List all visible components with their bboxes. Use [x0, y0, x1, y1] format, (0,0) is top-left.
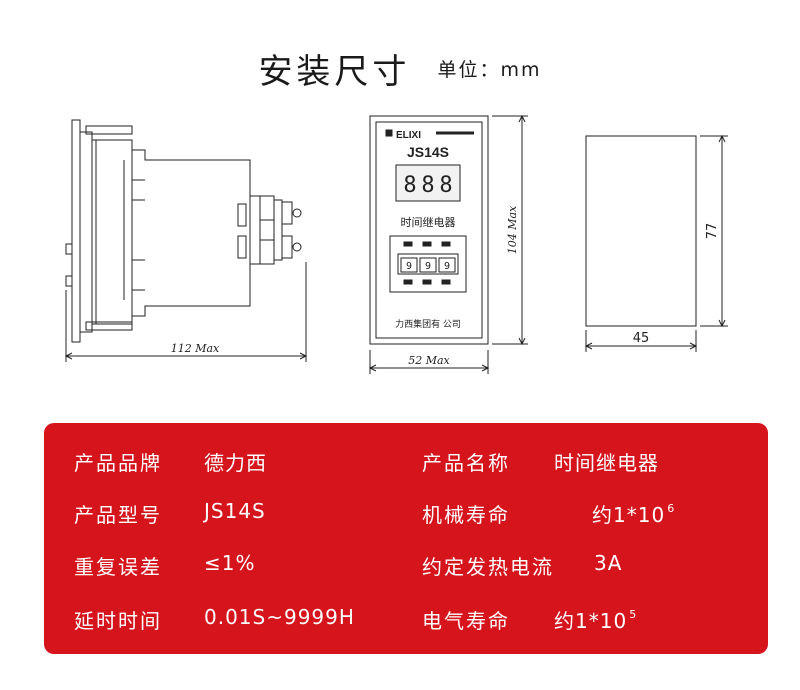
dial-digit: 9 — [425, 261, 431, 272]
company-label: 力西集团有 公司 — [395, 318, 461, 330]
cutout-height-label: 77 — [705, 223, 720, 240]
spec-label: 重复误差 — [74, 555, 162, 579]
spec-label: 产品品牌 — [74, 451, 162, 475]
front-view — [368, 114, 528, 374]
spec-value: JS14S — [204, 499, 266, 523]
spec-value: 德力西 — [204, 451, 267, 475]
spec-label: 电气寿命 — [422, 609, 510, 633]
spec-label: 约定发热电流 — [422, 555, 554, 579]
front-height-label: 104 Max — [506, 205, 519, 254]
cutout-width-label: 45 — [633, 331, 650, 346]
spec-value: 0.01S~9999H — [204, 605, 355, 629]
spec-value-base: 约1*10 — [554, 609, 628, 633]
display-digit: 8 — [403, 173, 416, 198]
spec-value-exponent: 5 — [629, 608, 638, 622]
display-digit: 8 — [439, 173, 452, 198]
front-width-label: 52 Max — [408, 354, 450, 367]
brand-logo: ELIXI — [396, 130, 421, 141]
side-view — [64, 119, 308, 362]
spec-label: 延时时间 — [74, 609, 162, 633]
side-width-label: 112 Max — [171, 342, 220, 355]
spec-value: ≤1% — [204, 551, 256, 575]
dimension-drawings: 112 Max ELIXI JS14S 8 — [64, 114, 728, 374]
spec-value-base: 约1*10 — [592, 503, 666, 527]
dial-digits: 9 9 9 — [406, 261, 450, 272]
dial-digit: 9 — [444, 261, 450, 272]
spec-value: 3A — [594, 551, 623, 575]
display-digit: 8 — [421, 173, 434, 198]
title-bar: 安装尺寸 单位：mm — [0, 44, 800, 93]
spec-label: 产品名称 — [422, 451, 510, 475]
spec-label: 产品型号 — [74, 503, 162, 527]
cutout-view — [584, 134, 728, 352]
dial-digit: 9 — [406, 261, 412, 272]
spec-label: 机械寿命 — [422, 503, 510, 527]
device-label: 时间继电器 — [401, 216, 456, 229]
unit-label: 单位：mm — [437, 59, 542, 81]
display-digits: 8 8 8 — [403, 173, 452, 198]
page-title: 安装尺寸 — [258, 52, 411, 92]
spec-panel: 产品品牌 德力西 产品名称 时间继电器 产品型号 JS14S 机械寿命 约1*1… — [44, 423, 768, 654]
model-label: JS14S — [407, 144, 449, 160]
spec-value: 时间继电器 — [554, 451, 659, 475]
spec-value-exponent: 6 — [667, 502, 676, 516]
